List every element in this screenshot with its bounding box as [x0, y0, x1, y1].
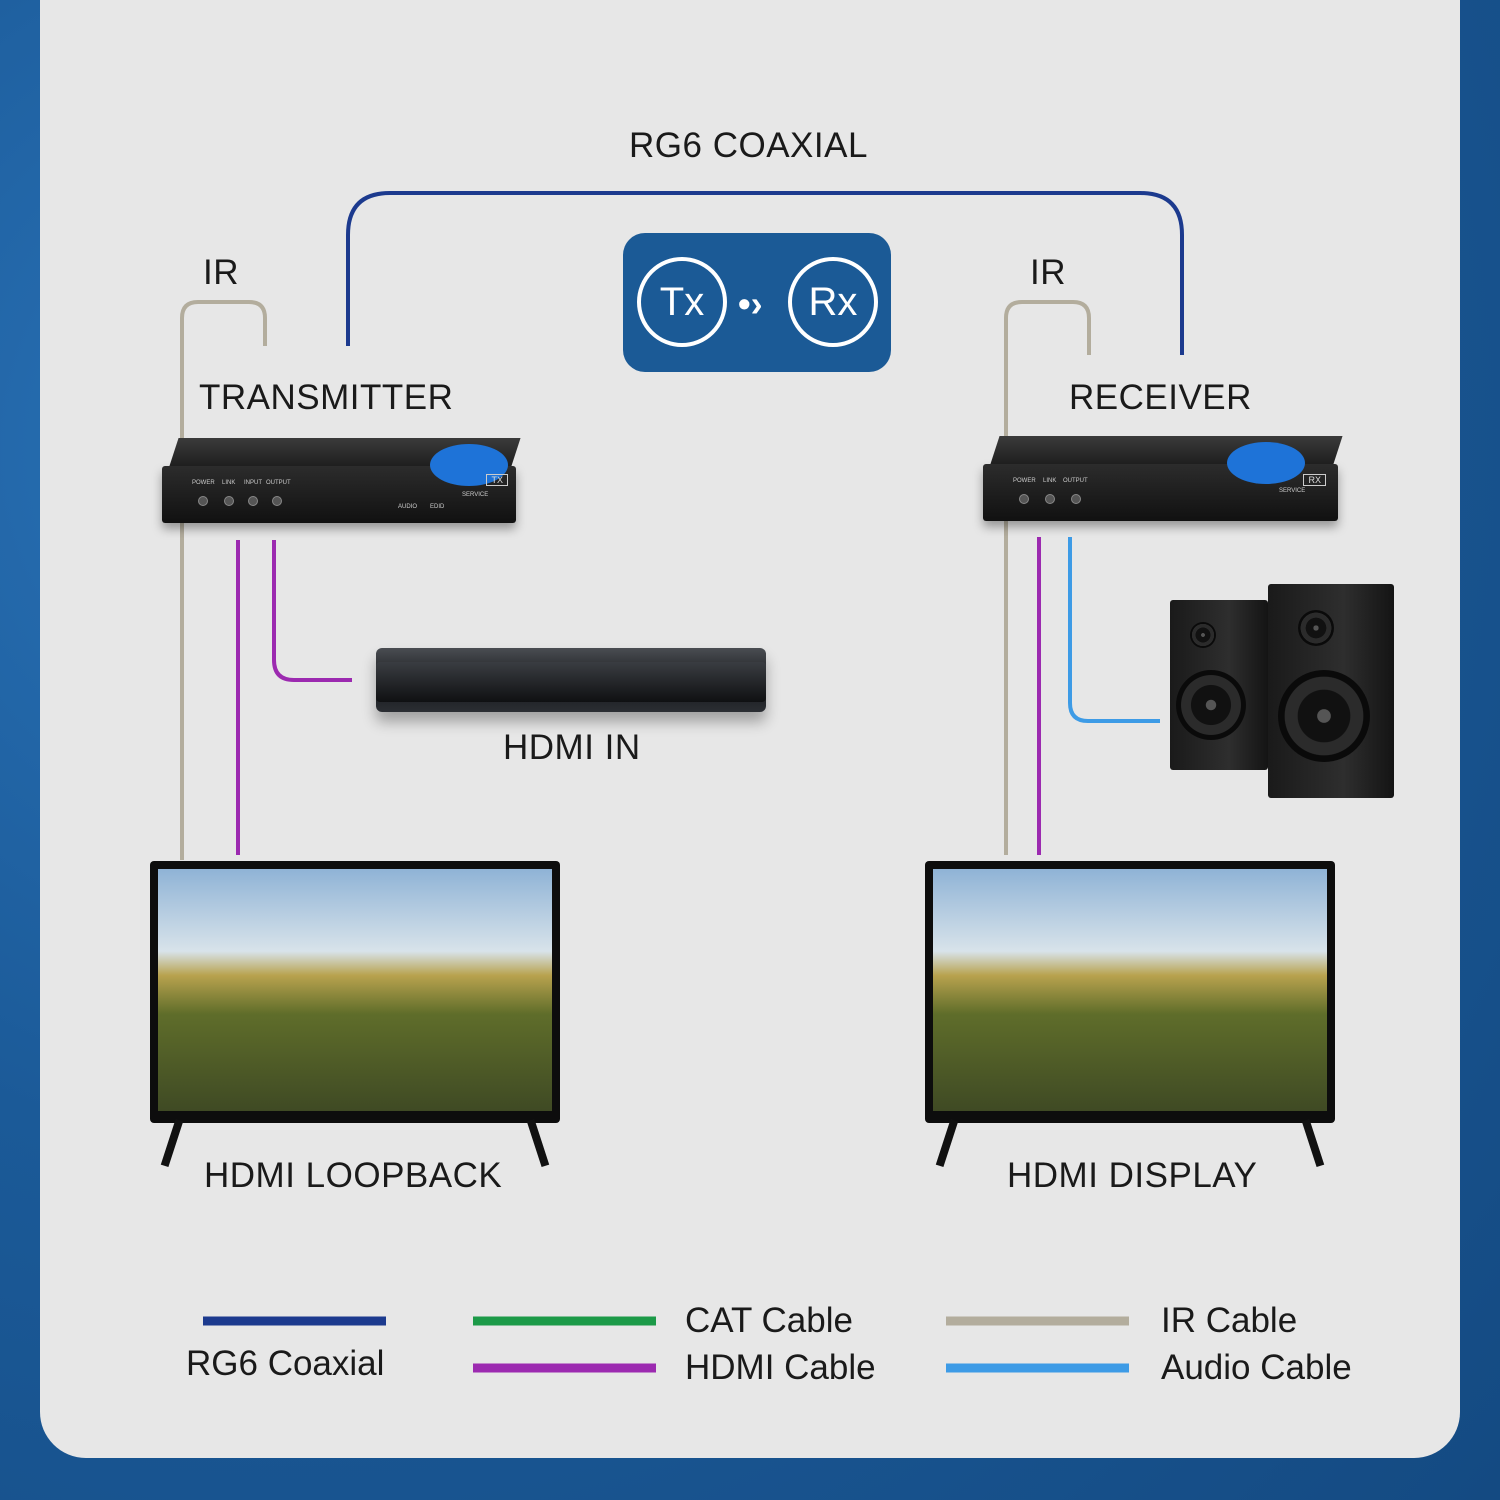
woofer-icon — [1176, 670, 1246, 740]
audio-cable — [1068, 537, 1160, 723]
tx-port-label: INPUT — [244, 480, 262, 486]
hdmi-display-label: HDMI DISPLAY — [1007, 1156, 1258, 1195]
ir-cable-right — [1004, 300, 1091, 855]
tv-loopback-screen — [158, 869, 552, 1111]
rx-circle: Rx — [788, 257, 878, 347]
chevron-right-icon: •› — [738, 283, 763, 324]
legend-audio-label: Audio Cable — [1161, 1348, 1352, 1387]
rx-led — [1019, 494, 1029, 504]
receiver-label: RECEIVER — [1069, 378, 1252, 417]
transmitter-label: TRANSMITTER — [199, 378, 454, 417]
tx-rx-badge: Tx •› Rx — [623, 233, 891, 372]
tweeter-icon — [1190, 622, 1216, 648]
tx-port-label: LINK — [222, 480, 236, 486]
tx-service-label: SERVICE — [462, 492, 489, 498]
tx-audio-label: AUDIO — [398, 504, 418, 510]
rx-tag: RX — [1303, 474, 1326, 486]
rx-port-label: OUTPUT — [1063, 478, 1088, 484]
tv-loopback — [150, 861, 560, 1168]
tv-display-screen — [933, 869, 1327, 1111]
transmitter-device: TX POWER LINK INPUT OUTPUT AUDIO EDID SE… — [162, 438, 521, 523]
speaker-left — [1170, 600, 1268, 770]
rg6-coaxial-label: RG6 COAXIAL — [629, 126, 868, 165]
dvd-player — [376, 648, 766, 712]
tx-circle: Tx — [637, 257, 727, 347]
tx-port-label: OUTPUT — [266, 480, 291, 486]
tx-led — [224, 496, 234, 506]
legend-rg6-label: RG6 Coaxial — [186, 1344, 385, 1383]
rx-port-label: LINK — [1043, 478, 1057, 484]
tx-tag: TX — [486, 474, 508, 486]
tx-led — [198, 496, 208, 506]
legend-hdmi-label: HDMI Cable — [685, 1348, 876, 1387]
receiver-logo-blob — [1227, 442, 1305, 484]
rx-led — [1071, 494, 1081, 504]
hdmi-in-label: HDMI IN — [503, 728, 641, 767]
rg6-cable — [346, 191, 1184, 355]
receiver-device: RX POWER LINK OUTPUT SERVICE — [983, 436, 1343, 521]
rx-led — [1045, 494, 1055, 504]
rx-service-label: SERVICE — [1279, 488, 1306, 494]
rx-port-label: POWER — [1013, 478, 1036, 484]
hdmi-cable-in — [272, 540, 352, 682]
ir-label-right: IR — [1030, 253, 1066, 292]
dvd-player-face — [376, 662, 766, 702]
tx-port-label: POWER — [192, 480, 215, 486]
tv-display — [925, 861, 1335, 1168]
legend-ir-label: IR Cable — [1161, 1301, 1298, 1340]
tweeter-icon — [1298, 610, 1334, 646]
legend-cat-label: CAT Cable — [685, 1301, 853, 1340]
hdmi-loopback-label: HDMI LOOPBACK — [204, 1156, 503, 1195]
speaker-right — [1268, 584, 1394, 798]
tx-led — [272, 496, 282, 506]
woofer-icon — [1278, 670, 1370, 762]
tx-led — [248, 496, 258, 506]
ir-label-left: IR — [203, 253, 239, 292]
ir-cable-left — [180, 300, 267, 860]
tx-edid-label: EDID — [430, 504, 445, 510]
transmitter-logo-blob — [430, 444, 508, 486]
